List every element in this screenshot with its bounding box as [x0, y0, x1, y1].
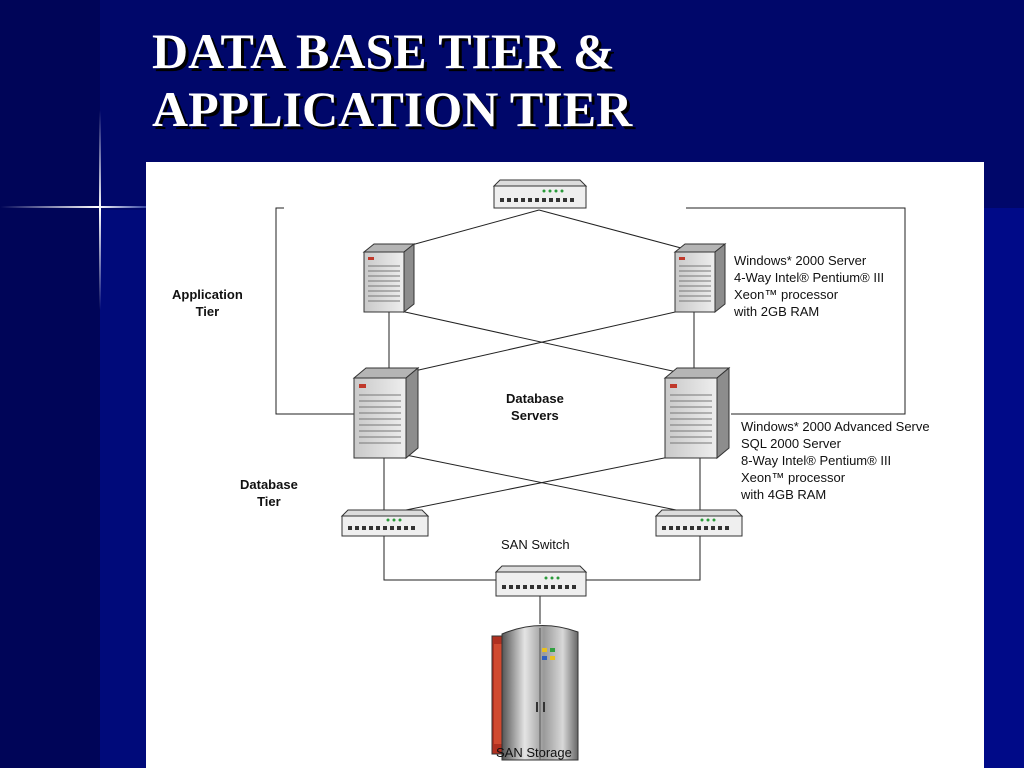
database-tier-label: Database Tier [240, 477, 298, 509]
db-network-switch-left [340, 509, 430, 537]
architecture-diagram: Application Tier Database Tier Database … [146, 162, 984, 768]
slide-title-line-2: APPLICATION TIER [152, 81, 633, 137]
db-server-left [352, 366, 420, 460]
db-network-switch-right [654, 509, 744, 537]
top-network-switch [492, 179, 588, 209]
app-server-spec: Windows* 2000 Server 4-Way Intel® Pentiu… [734, 253, 885, 319]
san-switch [494, 565, 588, 597]
database-servers-label: Database Servers [506, 391, 564, 423]
background-right-band [984, 208, 1024, 768]
app-server-left [362, 242, 416, 314]
connection-lines [275, 207, 906, 624]
sparkle-decoration-vertical [99, 110, 101, 310]
san-switch-label: SAN Switch [501, 537, 570, 552]
application-tier-label: Application Tier [172, 287, 243, 319]
background-left-band [0, 0, 100, 768]
link-app-right-db-left [400, 309, 685, 375]
san-storage-label: SAN Storage [496, 745, 572, 760]
slide-title-line-1: DATA BASE TIER & [152, 23, 615, 79]
db-server-spec: Windows* 2000 Advanced Serve SQL 2000 Se… [741, 419, 930, 502]
san-storage-cabinet [491, 624, 579, 761]
link-db-left-switch-right [400, 453, 687, 513]
link-top-switch-db-right-loop [686, 207, 906, 415]
link-switch-left-san-switch [383, 536, 496, 581]
link-top-switch-db-left-loop [275, 207, 354, 415]
link-top-switch-app-right [538, 209, 697, 253]
link-switch-right-san-switch [586, 536, 701, 581]
app-server-right [673, 242, 727, 314]
db-server-right [663, 366, 731, 460]
sparkle-decoration-horizontal [0, 206, 150, 208]
link-db-right-switch-left [395, 453, 685, 513]
slide-title: DATA BASE TIER & APPLICATION TIER [152, 22, 632, 138]
